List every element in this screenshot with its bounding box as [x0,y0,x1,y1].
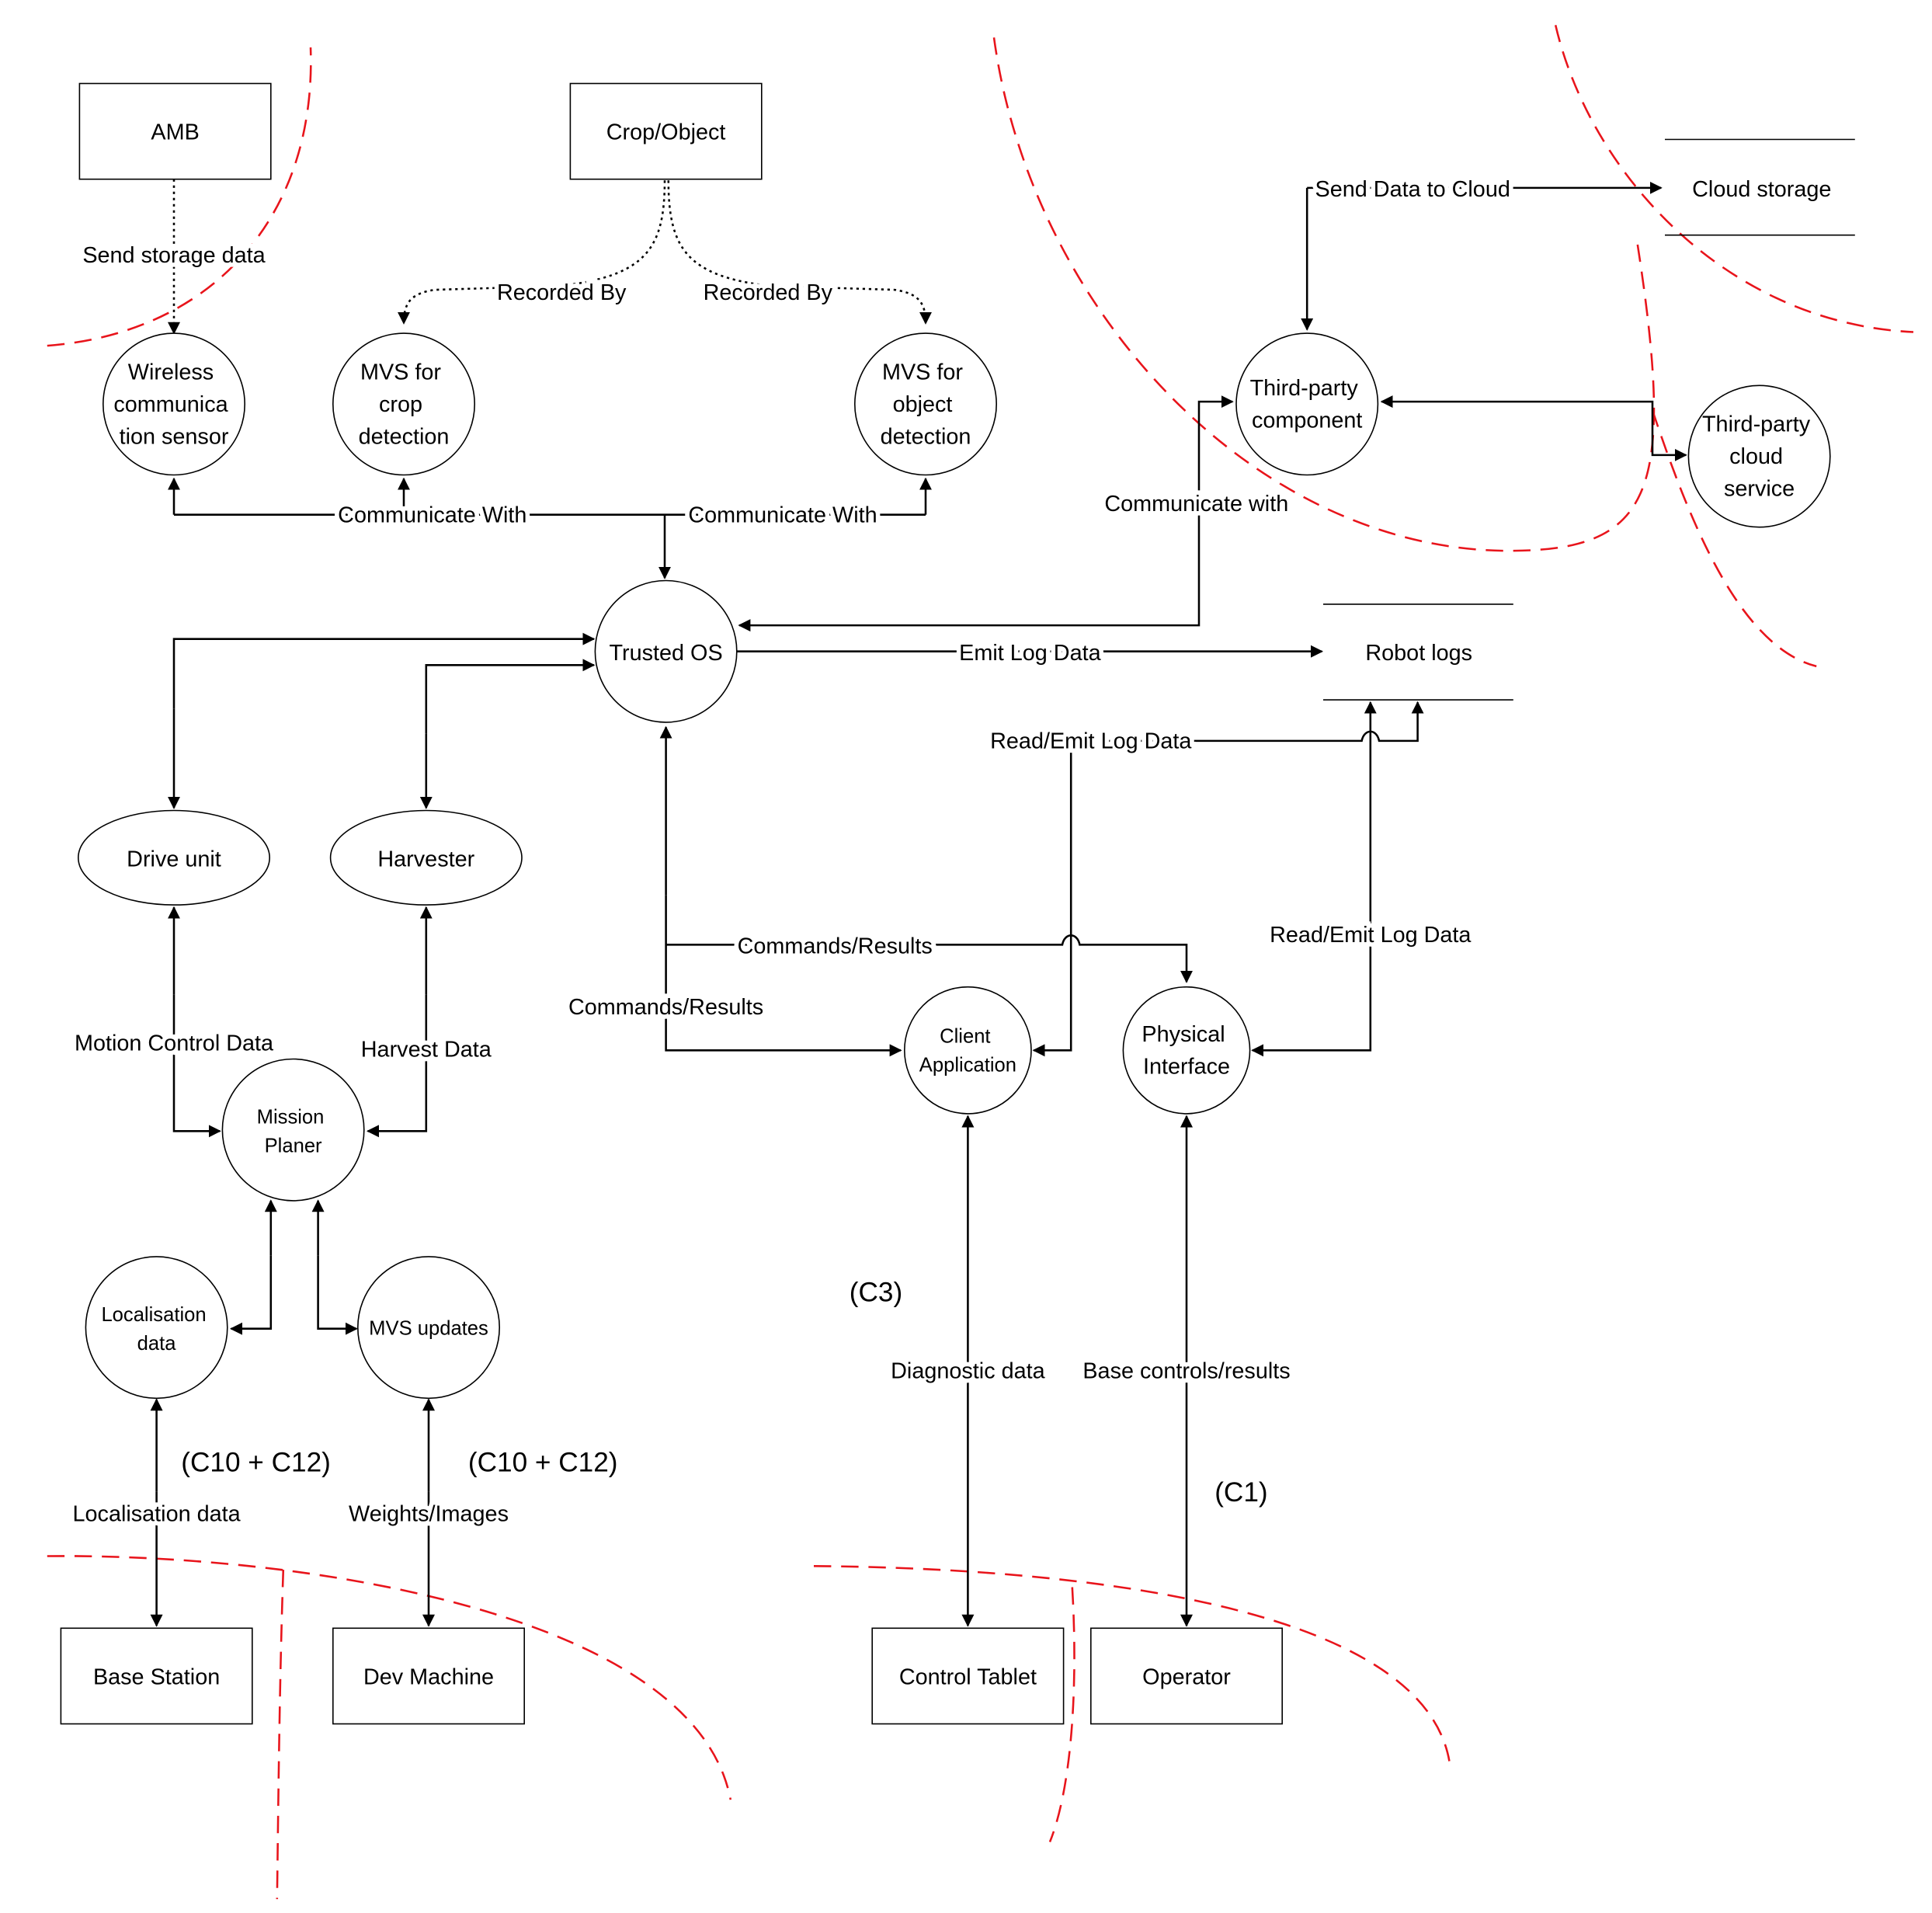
data-store-cloud-storage: Cloud storage [1665,138,1855,236]
process-localisation-data: Localisation data [85,1256,228,1400]
flow-line-read-emit-log-client [1242,701,1424,743]
label-localisation-data: Localisation data [73,1502,242,1527]
cloud-storage-label: Cloud storage [1692,177,1831,202]
label-recorded-by-left: Recorded By [497,280,627,305]
flow-labels: Send storage data Recorded By Recorded B… [68,173,1515,1532]
label-communicate-with-right: Communicate With [688,503,877,527]
mvs-object-label: MVS for object detection [881,360,971,449]
flow-line-commands-results-physical [665,934,1193,983]
label-commands-results-top: Commands/Results [738,934,933,959]
trust-boundary-third-party [992,37,1656,552]
base-station-label: Base Station [93,1664,220,1689]
process-mission-planer: Mission Planer [221,1058,365,1202]
harvester-label: Harvester [377,847,474,872]
label-emit-log-data: Emit Log Data [959,641,1101,666]
label-read-emit-log-right: Read/Emit Log Data [1270,923,1472,948]
drive-unit-label: Drive unit [127,847,221,872]
flows [150,179,1687,1627]
flow-line-read-emit-log-client-down [1032,739,1242,1057]
trust-boundary-cloud-service [1651,409,1817,668]
trusted-os-label: Trusted OS [610,641,723,666]
flow-line-commands-results-client [665,895,902,1057]
trust-boundaries [47,25,1914,1900]
operator-label: Operator [1142,1664,1231,1689]
flow-line-to-mvs-updates [317,1255,358,1335]
process-wireless-sensor: Wireless communica tion sensor [103,332,245,476]
annotation-c10-c12-right: (C10 + C12) [468,1448,618,1478]
client-application-label: Client Application [919,1026,1016,1076]
process-mvs-updates: MVS updates [357,1256,500,1400]
trust-boundary-base-station [47,1555,732,1800]
annotation-c1: (C1) [1214,1477,1267,1508]
amb-label: AMB [151,120,199,145]
annotation-c10-c12-left: (C10 + C12) [181,1448,331,1478]
flow-line-harvester-to-trusted-os [425,659,596,734]
label-weights-images: Weights/Images [349,1502,509,1527]
mvs-crop-label: MVS for crop detection [359,360,450,449]
third-party-component-label: Third-party component [1250,376,1364,433]
wireless-sensor-label: Wireless communica tion sensor [113,360,234,449]
control-tablet-label: Control Tablet [899,1664,1037,1689]
entity-dev-machine: Dev Machine [332,1627,525,1725]
label-send-data-to-cloud: Send Data to Cloud [1315,177,1510,202]
flow-line-to-localisation-data [230,1255,273,1335]
process-drive-unit: Drive unit [78,809,270,906]
label-communicate-with-third-party: Communicate with [1104,492,1288,517]
flow-line-to-third-party-component [1197,395,1234,423]
flow-line-harvest-to-mission-planer [367,994,428,1138]
localisation-data-label: Localisation data [101,1304,211,1355]
trust-boundary-tablet-operator-split [1048,1587,1075,1842]
label-commands-results-bottom: Commands/Results [568,995,763,1020]
label-recorded-by-right: Recorded By [704,280,833,305]
process-trusted-os: Trusted OS [594,579,738,723]
process-client-application: Client Application [904,986,1032,1115]
label-send-storage-data: Send storage data [82,243,266,268]
annotations: (C10 + C12) (C10 + C12) (C3) (C1) [181,1278,1267,1508]
flow-line-drive-unit-to-trusted-os [172,632,596,709]
process-third-party-component: Third-party component [1235,332,1379,476]
flow-line-communicate-third-party [738,423,1201,632]
entity-operator: Operator [1090,1627,1283,1725]
flow-line-read-emit-log-physical-down [1251,944,1372,1057]
mvs-updates-label: MVS updates [369,1318,488,1340]
trust-boundary-base-dev-split [276,1570,285,1900]
data-store-robot-logs: Robot logs [1323,603,1513,701]
physical-interface-label: Physical Interface [1141,1022,1231,1080]
label-base-controls-results: Base controls/results [1082,1359,1290,1384]
entity-control-tablet: Control Tablet [871,1627,1065,1725]
process-physical-interface: Physical Interface [1122,986,1251,1115]
robot-logs-label: Robot logs [1365,641,1472,666]
label-read-emit-log-top: Read/Emit Log Data [990,729,1192,754]
label-motion-control-data: Motion Control Data [75,1031,274,1056]
third-party-cloud-label: Third-party cloud service [1702,412,1816,502]
process-third-party-cloud-service: Third-party cloud service [1687,384,1831,528]
dev-machine-label: Dev Machine [363,1664,494,1689]
process-mvs-crop-detection: MVS for crop detection [332,332,475,476]
entity-amb: AMB [78,82,272,180]
mission-planer-label: Mission Planer [257,1107,330,1157]
label-harvest-data: Harvest Data [361,1037,492,1062]
label-diagnostic-data: Diagnostic data [891,1359,1045,1384]
process-harvester: Harvester [329,809,523,906]
entity-crop-object: Crop/Object [569,82,763,180]
flow-line-recorded-by-right [667,180,932,325]
entity-base-station: Base Station [60,1627,253,1725]
trust-boundary-amb [47,47,312,347]
trust-boundary-cloud-storage [1554,25,1914,333]
crop-object-label: Crop/Object [606,120,726,145]
flow-line-motion-to-mission-planer [172,994,221,1138]
label-communicate-with-left: Communicate With [338,503,526,527]
flow-line-recorded-by-left [398,180,666,325]
process-mvs-object-detection: MVS for object detection [854,332,997,476]
flow-line-to-third-party-cloud [1491,400,1687,461]
annotation-c3: (C3) [850,1278,902,1308]
trust-boundary-control-tablet [813,1565,1451,1765]
